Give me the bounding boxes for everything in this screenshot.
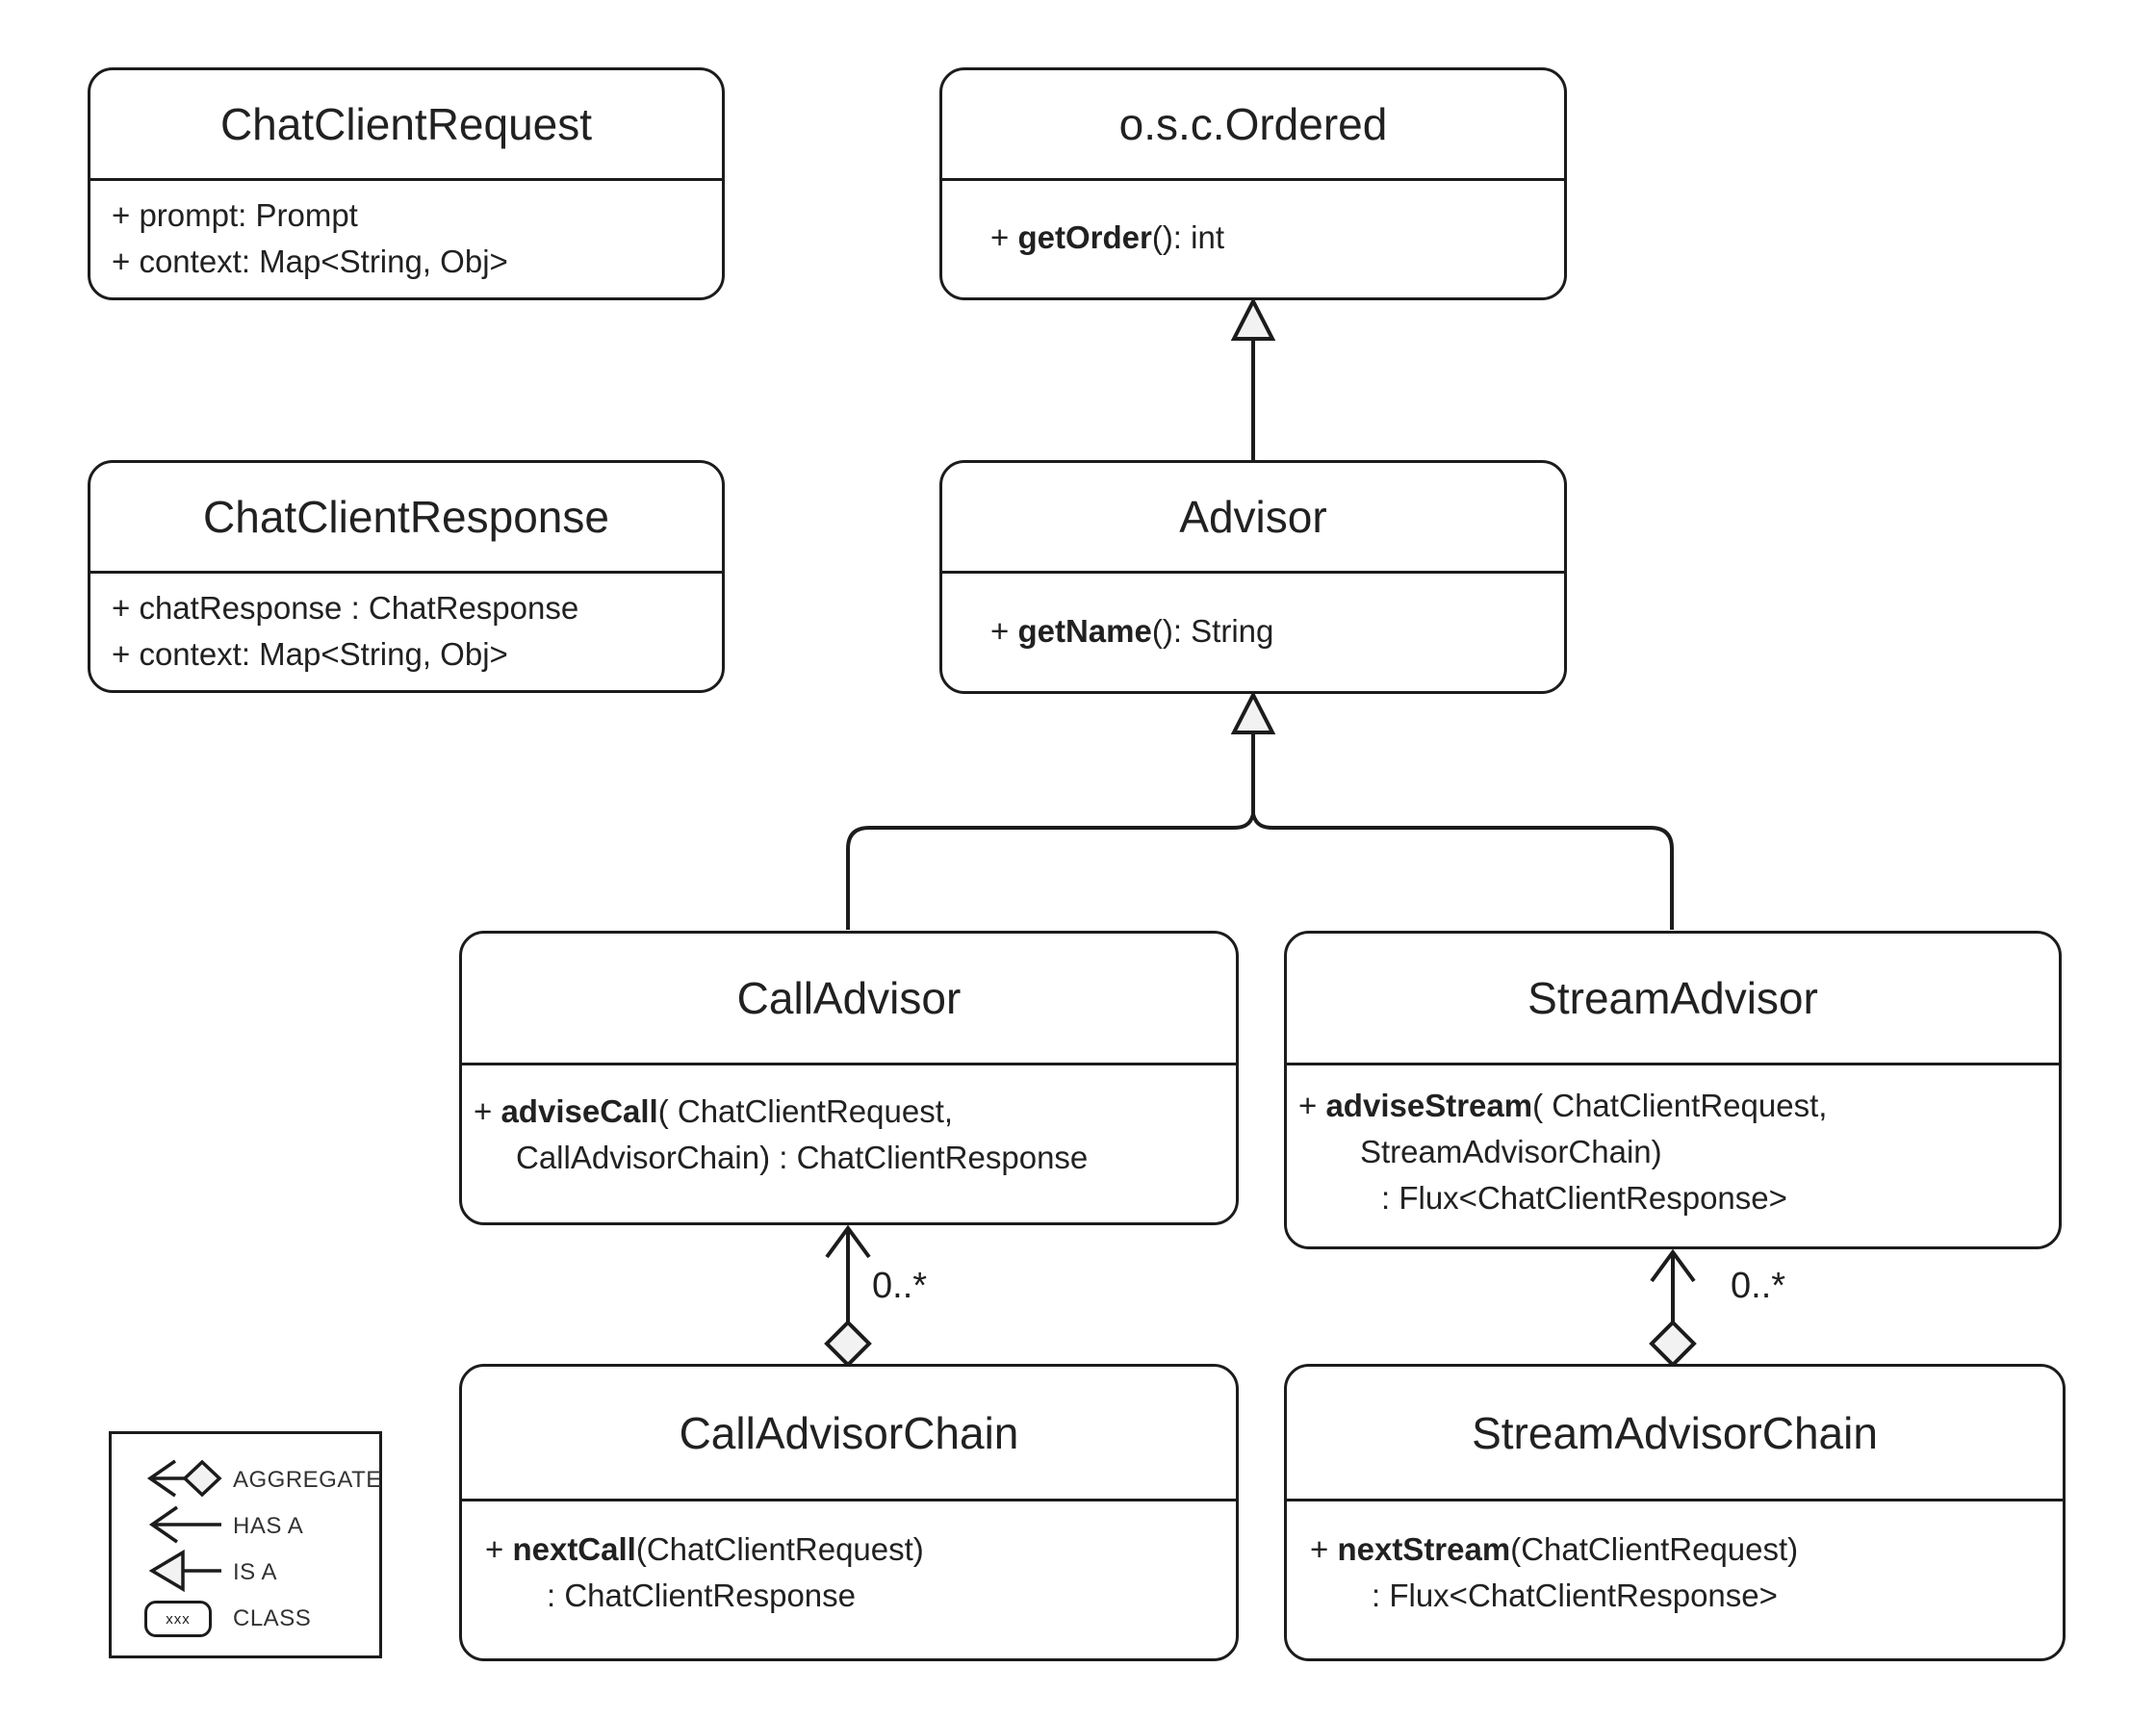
class-method-continuation: : Flux<ChatClientResponse> <box>1381 1175 2059 1221</box>
legend-row-has-a: HAS A <box>144 1503 379 1550</box>
class-method-continuation: : ChatClientResponse <box>547 1573 1236 1619</box>
class-box-streamadvisorchain: StreamAdvisorChain + nextStream(ChatClie… <box>1284 1364 2066 1661</box>
class-attribute: + context: Map<String, Obj> <box>112 631 722 678</box>
class-box-advisor: Advisor + getName(): String <box>939 460 1567 694</box>
member-text: + <box>1310 1531 1338 1567</box>
legend: AGGREGATE HAS A <box>109 1431 382 1658</box>
is-a-connector-subadvisors-advisor <box>846 690 1674 930</box>
class-attribute: + prompt: Prompt <box>112 192 722 239</box>
class-box-streamadvisor: StreamAdvisor + adviseStream( ChatClient… <box>1284 931 2062 1249</box>
class-method-continuation: : Flux<ChatClientResponse> <box>1372 1573 2063 1619</box>
class-method: + adviseStream( ChatClientRequest, <box>1298 1083 2059 1129</box>
class-chip-text: xxx <box>166 1610 191 1628</box>
class-method: + getName(): String <box>990 608 1273 654</box>
class-method-continuation: StreamAdvisorChain) <box>1360 1129 2059 1175</box>
member-text: + <box>990 612 1018 649</box>
class-title: o.s.c.Ordered <box>942 70 1564 181</box>
member-text: (ChatClientRequest) <box>1510 1531 1799 1567</box>
class-title: CallAdvisor <box>462 934 1236 1065</box>
legend-label: HAS A <box>233 1513 304 1539</box>
class-method: + getOrder(): int <box>990 215 1224 261</box>
class-box-chatclientresponse: ChatClientResponse + chatResponse : Chat… <box>88 460 725 693</box>
class-attribute: + chatResponse : ChatResponse <box>112 585 722 631</box>
multiplicity-label-left: 0..* <box>872 1266 927 1306</box>
is-a-triangle-icon <box>1230 690 1276 734</box>
member-text: + <box>1298 1088 1326 1123</box>
class-box-calladvisorchain: CallAdvisorChain + nextCall(ChatClientRe… <box>459 1364 1239 1661</box>
member-text: + <box>474 1093 501 1129</box>
class-box-osc-ordered: o.s.c.Ordered + getOrder(): int <box>939 67 1567 300</box>
member-text: adviseCall <box>500 1093 658 1129</box>
member-text: ( ChatClientRequest, <box>657 1093 954 1129</box>
class-method-continuation: CallAdvisorChain) : ChatClientResponse <box>516 1135 1236 1181</box>
member-text: nextStream <box>1337 1531 1511 1567</box>
member-text: ( ChatClientRequest, <box>1532 1088 1828 1123</box>
member-text: getOrder <box>1017 219 1152 255</box>
class-chip-icon: xxx <box>144 1601 233 1637</box>
member-text: + context: Map<String, Obj> <box>112 244 508 279</box>
class-title: ChatClientResponse <box>90 463 722 574</box>
legend-label: AGGREGATE <box>233 1467 382 1493</box>
class-title: Advisor <box>942 463 1564 574</box>
member-text: CallAdvisorChain) : ChatClientResponse <box>516 1140 1089 1175</box>
has-a-icon <box>144 1500 233 1554</box>
class-attribute: + context: Map<String, Obj> <box>112 239 722 285</box>
member-text: : Flux<ChatClientResponse> <box>1381 1180 1787 1216</box>
legend-row-aggregate: AGGREGATE <box>144 1457 382 1503</box>
member-text: (): String <box>1151 612 1274 649</box>
member-text: + chatResponse : ChatResponse <box>112 590 579 626</box>
class-title: ChatClientRequest <box>90 70 722 181</box>
class-title: StreamAdvisorChain <box>1287 1367 2063 1501</box>
member-text: + <box>990 219 1018 255</box>
is-a-connector-advisor-ordered <box>1230 296 1276 461</box>
is-a-icon <box>144 1546 233 1601</box>
member-text: : ChatClientResponse <box>547 1578 857 1613</box>
member-text: adviseStream <box>1325 1088 1533 1123</box>
class-title: StreamAdvisor <box>1287 934 2059 1065</box>
member-text: (ChatClientRequest) <box>635 1531 924 1567</box>
member-text: + context: Map<String, Obj> <box>112 636 508 672</box>
class-method: + adviseCall( ChatClientRequest, <box>474 1089 1236 1135</box>
class-title: CallAdvisorChain <box>462 1367 1236 1501</box>
legend-row-class: xxx CLASS <box>144 1596 379 1642</box>
aggregate-connector-calladvisorchain <box>824 1224 872 1368</box>
aggregate-diamond-icon <box>1649 1320 1697 1368</box>
legend-label: CLASS <box>233 1605 312 1631</box>
member-text: nextCall <box>512 1531 636 1567</box>
class-method: + nextStream(ChatClientRequest) <box>1310 1527 2063 1573</box>
member-text: getName <box>1017 612 1152 649</box>
class-box-calladvisor: CallAdvisor + adviseCall( ChatClientRequ… <box>459 931 1239 1225</box>
aggregate-connector-streamadvisorchain <box>1649 1248 1697 1368</box>
is-a-triangle-icon <box>1230 296 1276 341</box>
multiplicity-label-right: 0..* <box>1731 1266 1785 1306</box>
legend-label: IS A <box>233 1559 278 1585</box>
class-method: + nextCall(ChatClientRequest) <box>485 1527 1236 1573</box>
member-text: (): int <box>1151 219 1224 255</box>
legend-row-is-a: IS A <box>144 1549 379 1596</box>
member-text: : Flux<ChatClientResponse> <box>1372 1578 1778 1613</box>
aggregate-diamond-icon <box>824 1320 872 1368</box>
member-text: + prompt: Prompt <box>112 197 358 233</box>
member-text: StreamAdvisorChain) <box>1360 1134 1662 1169</box>
aggregate-icon <box>144 1453 233 1508</box>
member-text: + <box>485 1531 513 1567</box>
class-box-chatclientrequest: ChatClientRequest + prompt: Prompt + con… <box>88 67 725 300</box>
